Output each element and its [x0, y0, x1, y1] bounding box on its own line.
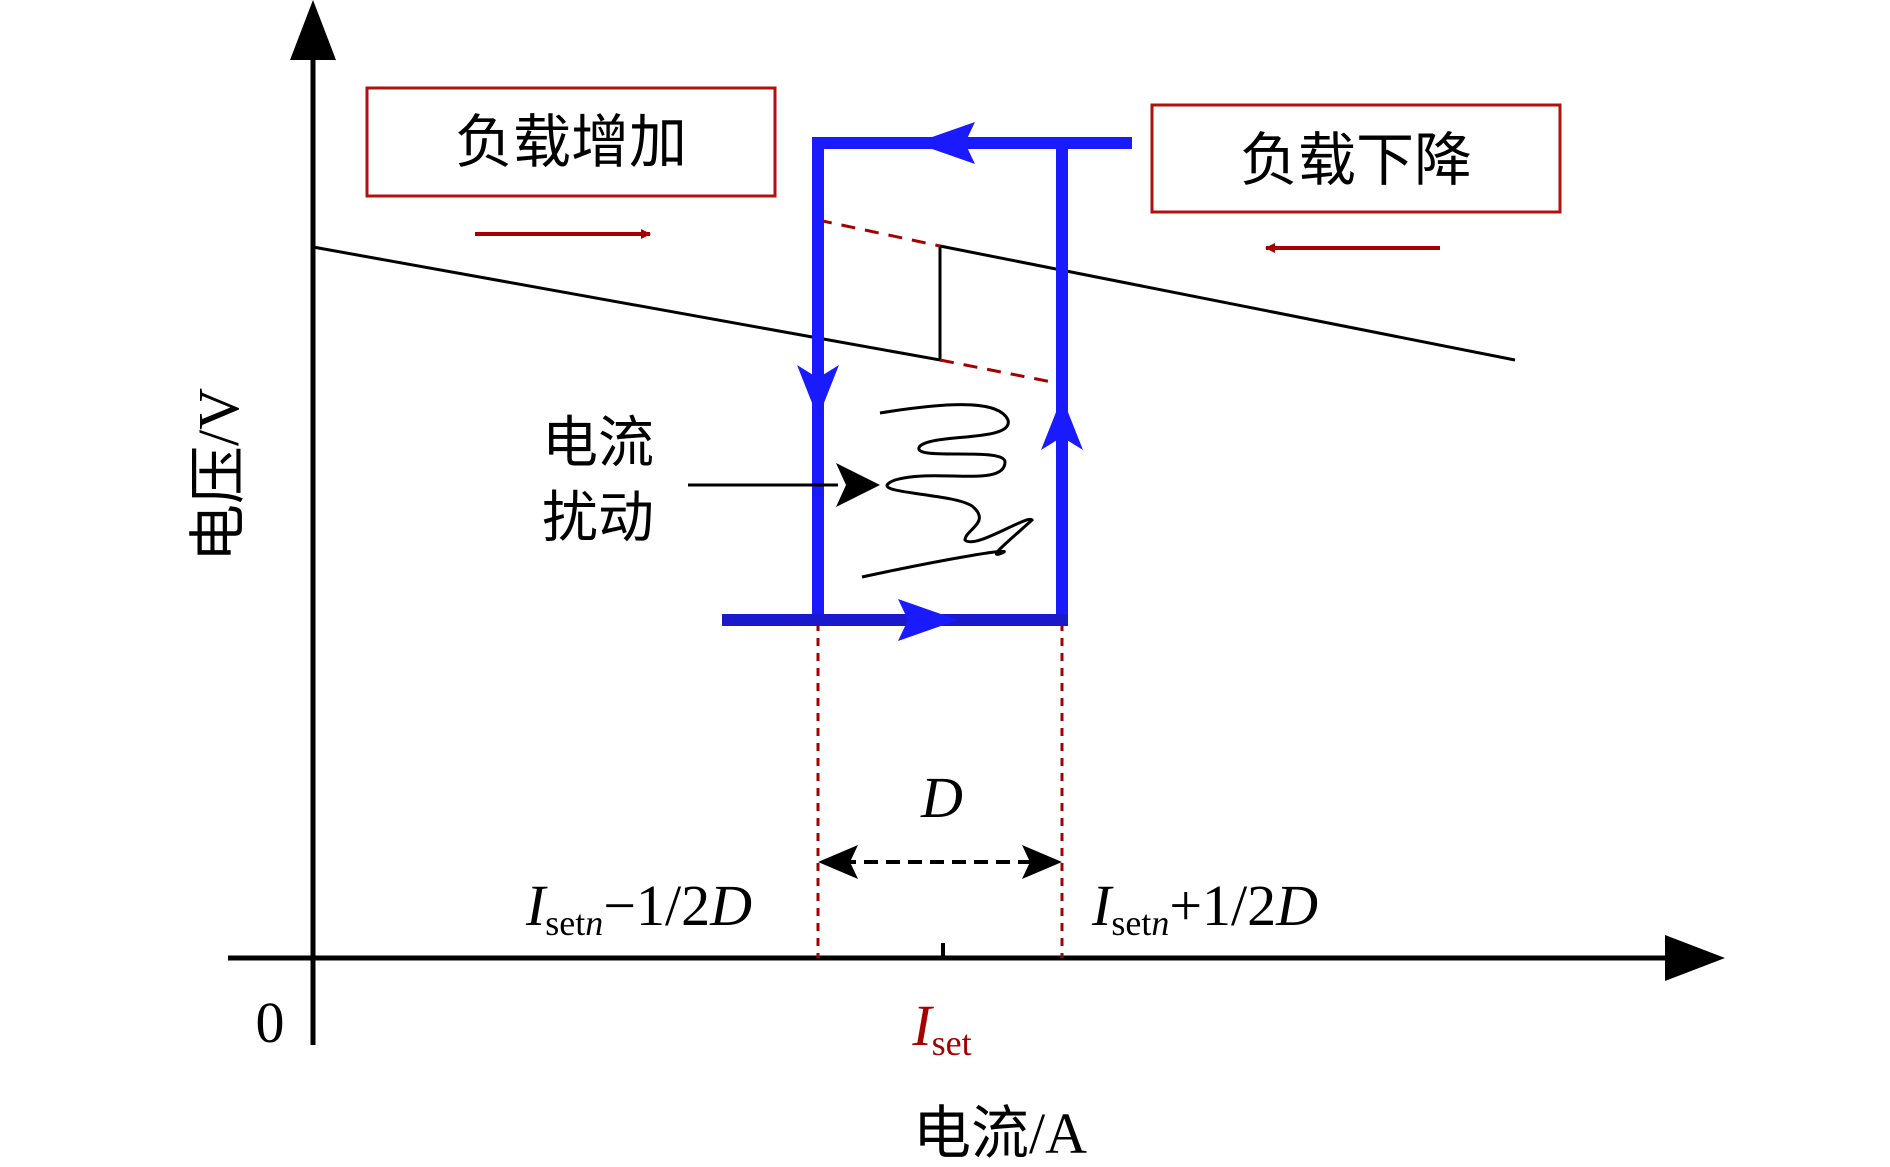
right-bound-sub-n: n [1151, 903, 1169, 943]
load-decrease-label: 负载下降 [1240, 126, 1472, 194]
band-width-label: D [920, 765, 963, 830]
load-increase-box [365, 86, 777, 198]
band-width-arrow-left [818, 845, 858, 879]
left-bound-label: Isetn−1/2D [525, 873, 752, 943]
droop-line-upper [939, 244, 1516, 362]
left-bound-base: I [525, 873, 548, 938]
loop-right-up-arrow [1041, 397, 1083, 450]
band-width-arrow-right [1022, 845, 1062, 879]
axes [228, 0, 1725, 1045]
disturbance-pointer-head [836, 463, 880, 507]
y-axis-label: 电压/V [186, 388, 251, 562]
current-disturbance-squiggle [861, 403, 1034, 579]
right-bound-rest: +1/2 [1169, 873, 1276, 938]
dashed-droop-upper [817, 218, 941, 248]
right-bound-label: Isetn+1/2D [1091, 873, 1318, 943]
center-iset-label: Iset [911, 993, 971, 1063]
right-bound-var: D [1275, 873, 1318, 938]
right-bound-base: I [1091, 873, 1114, 938]
y-axis-arrowhead [290, 0, 336, 60]
center-iset-sub: set [932, 1023, 972, 1063]
x-axis-label: 电流/A [913, 1101, 1087, 1166]
disturbance-label-line2: 扰动 [542, 486, 654, 551]
load-decrease-box [1150, 103, 1562, 214]
left-bound-rest: −1/2 [603, 873, 710, 938]
left-bound-sub-n: n [585, 903, 603, 943]
origin-label: 0 [256, 990, 285, 1055]
x-axis-arrowhead [1665, 935, 1725, 981]
left-bound-sub: set [545, 903, 585, 943]
hysteresis-loop [722, 122, 1132, 641]
loop-left-down-arrow [797, 365, 839, 418]
loop-bottom-arrow [898, 599, 958, 641]
disturbance-label-line1: 电流 [542, 411, 654, 476]
right-bound-sub: set [1111, 903, 1151, 943]
loop-top-arrow [915, 122, 975, 164]
dashed-droop-lower [939, 358, 1063, 386]
left-bound-var: D [709, 873, 752, 938]
center-iset-base: I [911, 993, 934, 1058]
load-increase-label: 负载增加 [455, 108, 687, 176]
droop-line-lower [312, 245, 942, 362]
